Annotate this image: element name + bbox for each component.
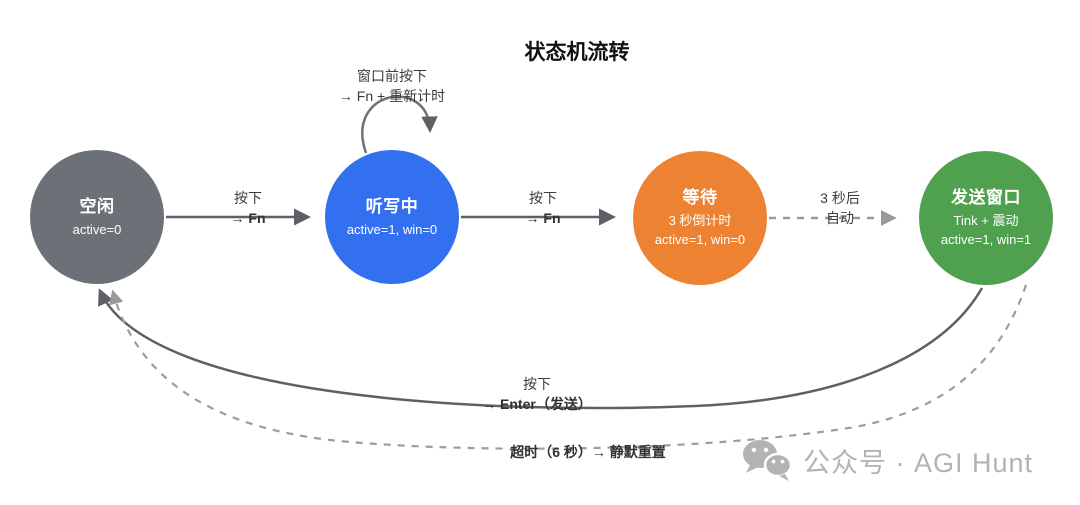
label-press-fn-1: 按下 → Fn [231,188,266,228]
transition-action: → Fn [525,210,561,226]
label-auto-3s: 3 秒后 自动 [820,188,860,228]
state-subtext: Tink + 震动 [953,212,1019,228]
page-title: 状态机流转 [524,41,630,64]
watermark: 公众号 · AGI Hunt [741,438,1033,482]
transition-event: 按下 [234,190,262,206]
state-subtext: active=1, win=0 [654,232,746,248]
arrow-press-enter [98,287,984,410]
arrow-timeout-reset [109,284,1028,450]
transition-action: 超时（6 秒）→ 静默重置 [510,444,666,460]
label-press-enter: 按下 → Enter（发送） [482,374,592,414]
label-self-loop: 窗口前按下 → Fn + 重新计时 [339,66,445,106]
transition-action: → Enter（发送） [482,396,592,412]
state-circle-idle: 空闲 active=0 [30,150,164,284]
state-subtext: active=1, win=0 [346,221,438,237]
state-name: 等待 [682,187,718,207]
transition-event: 窗口前按下 [357,68,427,84]
wechat-icon [743,440,793,481]
transition-action: 自动 [826,210,854,226]
state-subtext: 3 秒倒计时 [668,212,732,228]
state-subtext: active=1, win=1 [940,232,1032,248]
transition-action: → Fn [230,210,266,226]
state-name: 听写中 [365,196,419,216]
watermark-text: 公众号 · AGI Hunt [803,447,1034,478]
state-circle-dictating: 听写中 active=1, win=0 [325,150,459,284]
transition-action: → Fn + 重新计时 [338,88,446,104]
label-press-fn-2: 按下 → Fn [526,188,561,228]
state-circle-waiting: 等待 3 秒倒计时 active=1, win=0 [633,151,767,285]
label-timeout-reset: 超时（6 秒）→ 静默重置 [510,442,666,462]
state-circle-send-window: 发送窗口 Tink + 震动 active=1, win=1 [919,151,1053,285]
transition-event: 按下 [523,376,551,392]
state-subtext: active=0 [72,221,122,237]
state-name: 空闲 [79,196,115,216]
transition-event: 3 秒后 [820,190,860,206]
state-name: 发送窗口 [951,187,1021,207]
self-loop-arrow [361,95,438,154]
transition-event: 按下 [529,190,557,206]
